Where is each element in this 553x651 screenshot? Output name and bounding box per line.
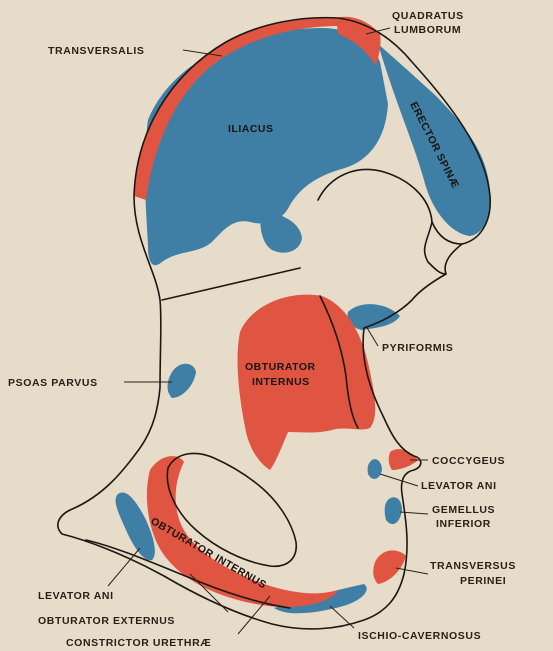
ischio-cavernosus-label: ISCHIO-CAVERNOSUS xyxy=(358,630,481,642)
psoas-parvus-area xyxy=(168,364,197,398)
levator-ani-right-spot xyxy=(368,459,382,479)
iliacus-label: ILIACUS xyxy=(228,123,274,135)
transversalis-label: TRANSVERSALIS xyxy=(48,45,144,57)
leader-transversus-perinei xyxy=(396,568,428,574)
obturator-externus-label: OBTURATOR EXTERNUS xyxy=(38,615,175,627)
transversus-perinei-area xyxy=(373,550,406,584)
coccygeus-label: COCCYGEUS xyxy=(432,455,505,467)
psoas-parvus-label: PSOAS PARVUS xyxy=(8,377,98,389)
iliacus-lower-spot xyxy=(260,210,302,253)
obturator-internus-upper-label-1: OBTURATOR xyxy=(245,361,316,373)
obturator-internus-upper-label-2: INTERNUS xyxy=(252,376,310,388)
pyriformis-area xyxy=(348,304,400,330)
gemellus-inferior-area xyxy=(385,497,402,524)
constrictor-urethrae-label: CONSTRICTOR URETHRÆ xyxy=(66,637,211,649)
levator-ani-left-label: LEVATOR ANI xyxy=(38,590,114,602)
acetabulum-outline xyxy=(162,268,300,300)
leader-levator-ani-left xyxy=(108,548,140,586)
pyriformis-label: PYRIFORMIS xyxy=(382,342,453,354)
quadratus-label-line-2: LUMBORUM xyxy=(394,24,461,36)
leader-pyriformis xyxy=(366,326,378,346)
transversus-perinei-label-1: TRANSVERSUS xyxy=(430,560,516,572)
transversus-perinei-label-2: PERINEI xyxy=(460,575,506,587)
quadratus-label-line-1: QUADRATUS xyxy=(392,10,464,22)
levator-ani-right-label: LEVATOR ANI xyxy=(421,480,497,492)
leader-ischio-cavernosus xyxy=(330,606,354,628)
gemellus-inferior-label-2: INFERIOR xyxy=(436,518,491,530)
gemellus-inferior-label-1: GEMELLUS xyxy=(432,504,495,516)
leader-levator-ani-right xyxy=(380,474,418,486)
